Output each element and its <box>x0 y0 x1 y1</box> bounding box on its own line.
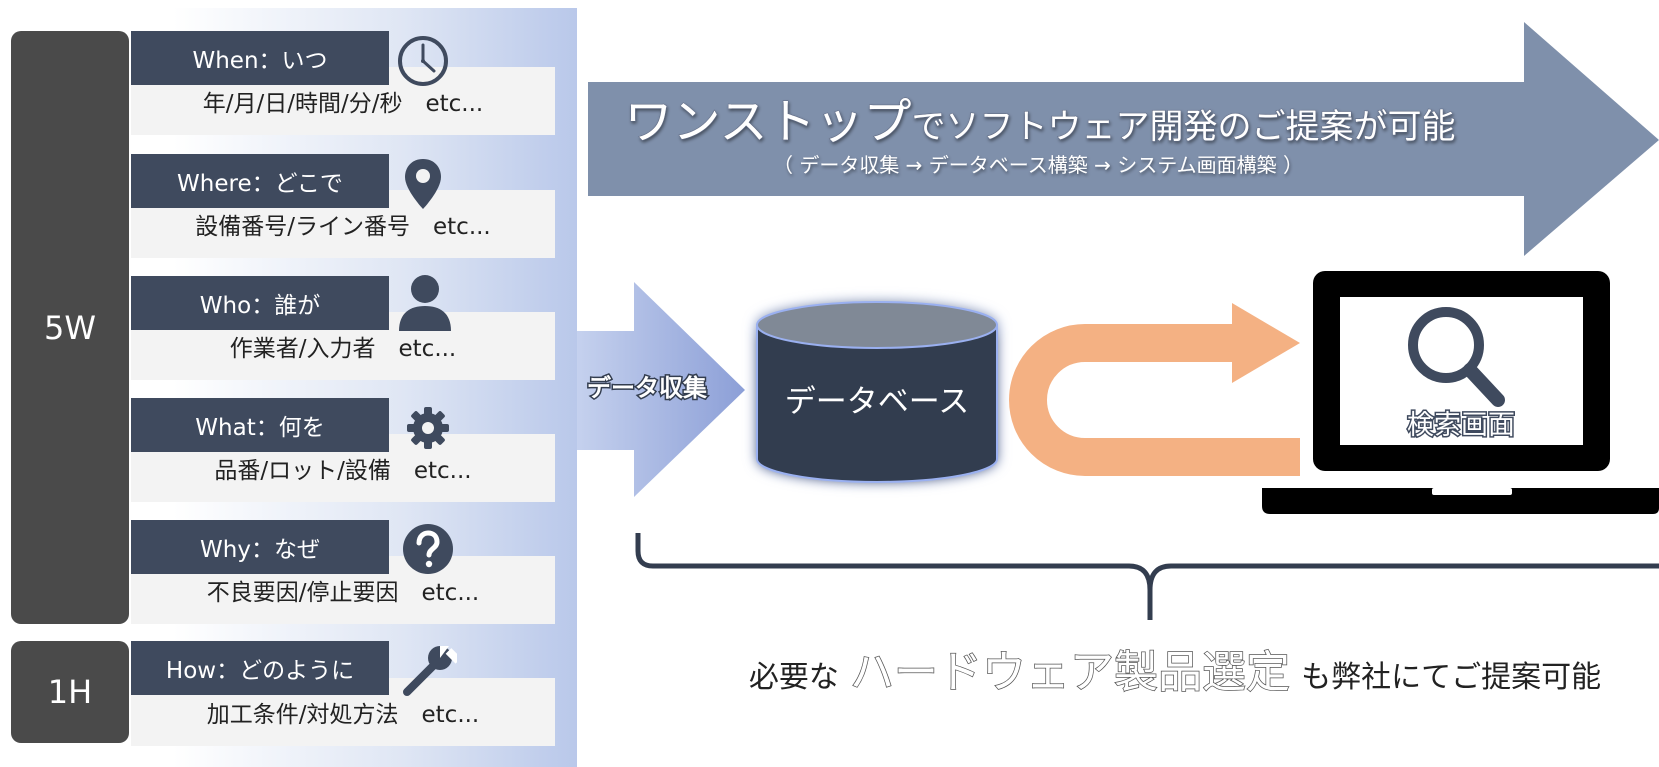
row-when-value-text: 年/月/日/時間/分/秒 etc... <box>202 91 484 117</box>
gear-icon <box>400 400 456 456</box>
group-1h: 1H <box>11 641 129 743</box>
clock-icon <box>395 33 451 89</box>
collect-label: データ収集 <box>587 374 708 402</box>
banner-title: ワンストップでソフトウェア開発のご提案が可能 <box>624 94 1455 150</box>
group-1h-label: 1H <box>47 673 93 711</box>
row-what-label-text: What：何を <box>195 415 325 441</box>
person-icon <box>395 272 455 334</box>
group-5w-label: 5W <box>44 308 96 347</box>
banner-arrow <box>588 22 1659 256</box>
row-where-value-text: 設備番号/ライン番号 etc... <box>195 214 491 240</box>
row-why-label: Why：なぜ <box>131 520 389 574</box>
row-who-label: Who：誰が <box>131 276 389 330</box>
row-why-value-text: 不良要因/停止要因 etc... <box>206 580 480 606</box>
curved-arrow <box>1009 324 1300 476</box>
row-how-value-text: 加工条件/対処方法 etc... <box>206 702 480 728</box>
row-how-value: 加工条件/対処方法 etc... <box>131 678 555 746</box>
curved-arrow-head <box>1232 303 1300 383</box>
row-what-label: What：何を <box>131 398 389 452</box>
row-how-label-text: How：どのように <box>165 658 355 684</box>
screen-label: 検索画面 <box>1407 410 1515 441</box>
row-who-label-text: Who：誰が <box>199 293 321 319</box>
row-what-value-text: 品番/ロット/設備 etc... <box>214 458 472 484</box>
footer-text: 必要な ハードウェア製品選定 も弊社にてご提案可能 <box>749 647 1601 698</box>
banner-subtitle: （ データ収集 → データベース構築 → システム画面構築 ） <box>773 153 1303 177</box>
question-icon <box>400 521 456 577</box>
scope-brace <box>635 533 1659 620</box>
row-where-label-text: Where：どこで <box>177 171 343 197</box>
collect-arrow <box>577 282 745 497</box>
laptop-icon <box>1262 271 1659 514</box>
row-when-label: When：いつ <box>131 31 389 85</box>
row-how-label: How：どのように <box>131 641 389 695</box>
database-cylinder <box>756 301 998 483</box>
row-when-label-text: When：いつ <box>192 48 328 74</box>
row-who-value-text: 作業者/入力者 etc... <box>229 336 457 362</box>
database-label: データベース <box>785 384 969 420</box>
wrench-icon <box>398 641 458 701</box>
group-5w: 5W <box>11 31 129 624</box>
magnifier-icon <box>1408 307 1505 407</box>
location-pin-icon <box>395 156 451 212</box>
row-why-label-text: Why：なぜ <box>200 537 320 563</box>
row-where-label: Where：どこで <box>131 154 389 208</box>
